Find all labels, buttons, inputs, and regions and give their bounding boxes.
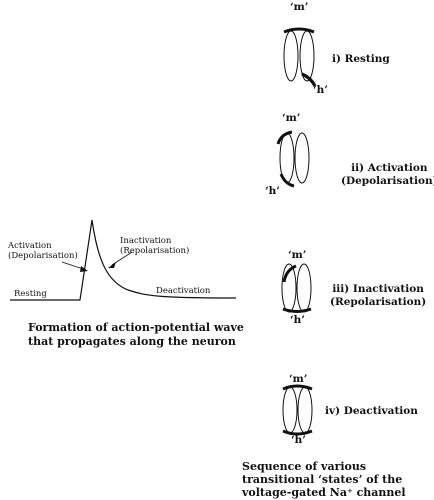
inactivation-arrowhead (108, 262, 116, 268)
gate-label-h: ‘h’ (313, 84, 328, 96)
state-label-activation: ii) Activation (Depolarisation) (341, 162, 434, 187)
wave-caption: Formation of action-potential wave that … (28, 321, 244, 348)
resting-label: Resting (14, 289, 47, 299)
action-potential-trace (10, 219, 237, 301)
state-label-inactivation: iii) Inactivation (Repolarisation) (330, 283, 427, 308)
channel-inactivation (281, 263, 312, 313)
activation-label: Activation (Depolarisation) (8, 241, 78, 261)
gate-label-h: ‘h’ (290, 314, 305, 326)
state-label-deactivation: iv) Deactivation (325, 405, 418, 417)
gate-label-m: ‘m’ (288, 249, 307, 261)
gate-label-m: ‘m’ (289, 373, 308, 385)
gate-label-m: ‘m’ (290, 1, 309, 13)
channel-resting (283, 27, 317, 87)
channel-activation (276, 130, 310, 188)
activation-arrowhead (80, 266, 88, 272)
channel-caption: Sequence of various transitional ‘states… (242, 460, 406, 499)
gate-label-m: ‘m’ (282, 112, 301, 124)
deactivation-label: Deactivation (156, 286, 211, 296)
gate-label-h: ‘h’ (265, 185, 280, 197)
state-label-resting: i) Resting (332, 53, 390, 65)
gate-label-h: ‘h’ (291, 434, 306, 446)
inactivation-label: Inactivation (Repolarisation) (120, 236, 190, 256)
channel-deactivation (282, 384, 313, 436)
